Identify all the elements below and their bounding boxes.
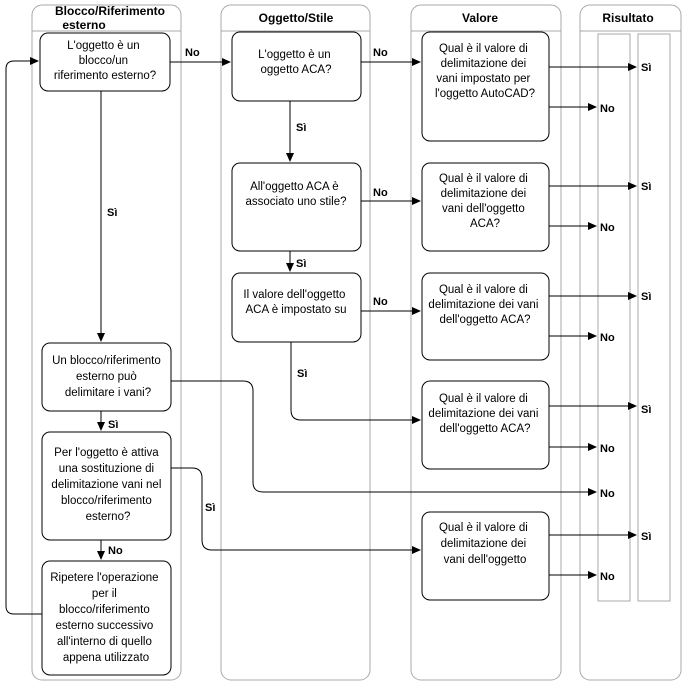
lane-valore: [410, 4, 562, 681]
box-text: Il valore dell'oggetto ACA è impostato s…: [243, 289, 348, 316]
box-v-oggetto: Qual è il valore di delimitazione dei va…: [421, 511, 550, 601]
lane-header-blocco-2: esterno: [62, 18, 105, 32]
result-column-no: [637, 33, 671, 602]
label-no: No: [373, 47, 388, 59]
label-si: Sì: [296, 122, 306, 134]
box-text: Qual è il valore di delimitazione dei va…: [439, 522, 531, 566]
box-v-autocad: Qual è il valore di delimitazione dei va…: [421, 31, 550, 142]
box-text: L'oggetto è un oggetto ACA?: [258, 49, 334, 76]
box-q-valore: Il valore dell'oggetto ACA è impostato s…: [231, 272, 362, 343]
box-text: Qual è il valore di delimitazione dei va…: [435, 43, 535, 100]
lane-header-risultato: Risultato: [602, 11, 653, 25]
box-text: Qual è il valore di delimitazione dei va…: [439, 173, 531, 230]
label-no: No: [600, 103, 615, 115]
box-text: Ripetere l'operazione per il blocco/rife…: [50, 572, 162, 664]
box-text: All'oggetto ACA è associato uno stile?: [245, 181, 346, 208]
box-v-aca-2: Qual è il valore di delimitazione dei va…: [421, 272, 550, 361]
box-q-sostituzione: Per l'oggetto è attiva una sostituzione …: [41, 431, 172, 541]
box-v-aca-3: Qual è il valore di delimitazione dei va…: [421, 380, 550, 470]
label-si: Sì: [297, 368, 307, 380]
result-column-si: [597, 33, 631, 602]
label-no: No: [600, 571, 615, 583]
label-no: No: [185, 47, 200, 59]
label-si: Sì: [641, 404, 651, 416]
arrow-valore-si: [290, 342, 421, 424]
label-si: Sì: [107, 207, 117, 219]
box-v-aca-1: Qual è il valore di delimitazione dei va…: [421, 162, 550, 252]
label-si: Sì: [108, 419, 118, 431]
box-q-stile: All'oggetto ACA è associato uno stile?: [231, 162, 362, 252]
label-si: Sì: [641, 181, 651, 193]
box-text: Per l'oggetto è attiva una sostituzione …: [51, 447, 164, 523]
lane-header-blocco: Blocco/Riferimento: [55, 4, 165, 18]
label-no: No: [600, 488, 615, 500]
lane-risultato: [579, 4, 682, 681]
box-q-aca: L'oggetto è un oggetto ACA?: [231, 31, 362, 102]
label-no: No: [600, 443, 615, 455]
label-no: No: [373, 296, 388, 308]
label-si: Sì: [641, 291, 651, 303]
label-si: Sì: [641, 531, 651, 543]
arrow-delimitare-no: [171, 380, 597, 496]
lane-oggetto: [220, 4, 371, 681]
box-q-blocco: L'oggetto è un blocco/un riferimento est…: [39, 32, 171, 92]
box-text: Un blocco/riferimento esterno può delimi…: [52, 355, 164, 399]
box-text: Qual è il valore di delimitazione dei va…: [428, 393, 541, 435]
box-text: L'oggetto è un blocco/un riferimento est…: [54, 40, 156, 82]
label-no: No: [108, 545, 123, 557]
arrow-ripetere-loop: [5, 57, 42, 615]
label-no: No: [600, 332, 615, 344]
label-si: Sì: [205, 502, 215, 514]
label-no: No: [600, 222, 615, 234]
lane-header-oggetto: Oggetto/Stile: [259, 11, 334, 25]
box-ripetere: Ripetere l'operazione per il blocco/rife…: [41, 560, 172, 676]
lane-header-valore: Valore: [462, 11, 498, 25]
box-q-delimitare: Un blocco/riferimento esterno può delimi…: [41, 342, 172, 412]
label-no: No: [373, 187, 388, 199]
label-si: Sì: [641, 62, 651, 74]
box-text: Qual è il valore di delimitazione dei va…: [428, 284, 541, 326]
arrow-sostituzione-si: [171, 467, 421, 554]
label-si: Sì: [296, 258, 306, 270]
lane-blocco: [31, 4, 182, 681]
